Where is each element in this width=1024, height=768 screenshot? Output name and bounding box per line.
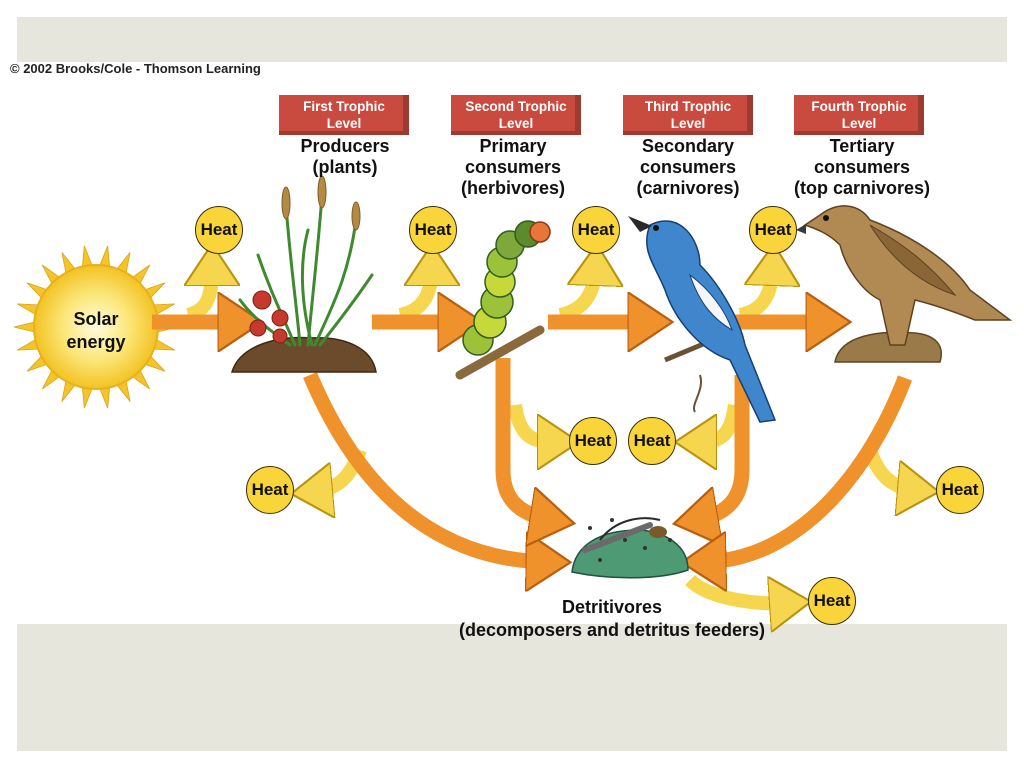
title-line: (carnivores)	[636, 178, 740, 198]
trophic-box-label: First Trophic	[303, 99, 385, 114]
top-band	[17, 17, 1007, 62]
title-line: consumers	[639, 157, 737, 177]
heat-arrow-primary	[398, 265, 432, 322]
title-producers: Producers (plants)	[265, 136, 425, 178]
heat-circle: Heat	[572, 206, 620, 254]
detritivores-subtitle: (decomposers and detritus feeders)	[458, 620, 766, 640]
title-primary-consumers: Primary consumers (herbivores)	[433, 136, 593, 199]
detritivores-label: Detritivores (decomposers and detritus f…	[412, 596, 812, 642]
arrow-primary-to-detritivores	[495, 358, 552, 520]
sun-ray	[13, 321, 37, 333]
title-line: (herbivores)	[460, 178, 566, 198]
heat-circle: Heat	[569, 417, 617, 465]
bluebird-illustration	[628, 216, 777, 423]
trophic-box-second: Second Trophic Level	[451, 95, 581, 135]
heat-arrow-tertiary-detritus	[863, 447, 918, 490]
heat-circle: Heat	[409, 206, 457, 254]
sun-icon	[13, 245, 179, 409]
trophic-box-sublabel: Level	[841, 116, 877, 131]
title-line: (top carnivores)	[793, 178, 931, 198]
trophic-box-label: Fourth Trophic	[811, 99, 907, 114]
title-line: consumers	[813, 157, 911, 177]
heat-arrow-secondary-down	[696, 403, 742, 442]
detritivores-illustration	[571, 517, 689, 579]
title-secondary-consumers: Secondary consumers (carnivores)	[608, 136, 768, 199]
heat-circle: Heat	[808, 577, 856, 625]
heat-circle: Heat	[749, 206, 797, 254]
heat-arrow-tertiary	[738, 265, 773, 322]
title-line: Primary	[479, 136, 547, 156]
title-line: consumers	[464, 157, 562, 177]
hawk-illustration	[796, 205, 1013, 363]
trophic-box-sublabel: Level	[326, 116, 362, 131]
trophic-box-label: Third Trophic	[644, 99, 732, 114]
solar-energy-label: Solar energy	[46, 308, 146, 354]
arrow-secondary-to-detritivores	[696, 375, 750, 520]
trophic-box-first: First Trophic Level	[279, 95, 409, 135]
heat-arrow-secondary	[558, 265, 596, 322]
arrow-producers-to-detritivores	[303, 372, 548, 562]
title-line: Secondary	[641, 136, 735, 156]
energy-arrows	[152, 322, 913, 562]
heat-arrow-producers	[188, 265, 212, 322]
solar-label-line: Solar	[73, 309, 119, 329]
producers-plants-illustration	[230, 175, 377, 373]
trophic-box-sublabel: Level	[498, 116, 534, 131]
title-tertiary-consumers: Tertiary consumers (top carnivores)	[772, 136, 952, 199]
bottom-band	[17, 624, 1007, 751]
trophic-box-sublabel: Level	[670, 116, 706, 131]
trophic-box-third: Third Trophic Level	[623, 95, 753, 135]
trophic-box-fourth: Fourth Trophic Level	[794, 95, 924, 135]
heat-circle: Heat	[195, 206, 243, 254]
heat-circle: Heat	[628, 417, 676, 465]
caterpillar-illustration	[455, 220, 551, 380]
detritivores-title: Detritivores	[561, 597, 663, 617]
solar-label-line: energy	[66, 332, 126, 352]
copyright-text: © 2002 Brooks/Cole - Thomson Learning	[10, 61, 261, 76]
title-line: (plants)	[312, 157, 378, 177]
title-line: Producers	[300, 136, 390, 156]
trophic-box-label: Second Trophic	[465, 99, 567, 114]
arrow-tertiary-to-detritivores	[704, 375, 913, 562]
heat-arrow-primary-down	[508, 403, 558, 442]
title-line: Tertiary	[829, 136, 895, 156]
heat-circle: Heat	[936, 466, 984, 514]
heat-circle: Heat	[246, 466, 294, 514]
